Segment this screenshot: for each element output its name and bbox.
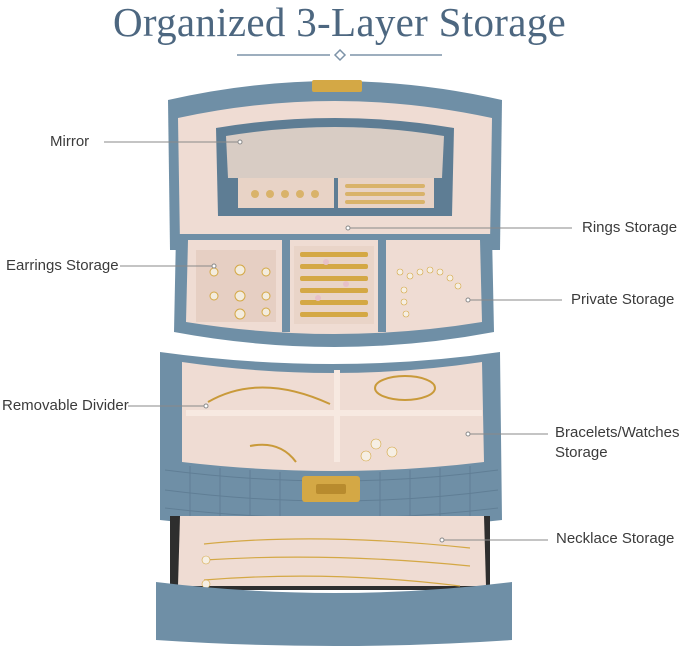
callout-removable-divider: Removable Divider xyxy=(2,397,129,414)
callout-mirror: Mirror xyxy=(50,133,90,150)
mirror-surface xyxy=(226,127,444,178)
private-compartment xyxy=(396,266,462,318)
callout-private-storage: Private Storage xyxy=(571,291,675,308)
callout-necklace-storage: Necklace Storage xyxy=(556,530,675,547)
bottom-drawer xyxy=(156,516,512,646)
box-lid xyxy=(168,80,502,250)
lid-clasp xyxy=(312,80,362,92)
rings-compartment xyxy=(294,246,374,324)
top-tray xyxy=(174,234,494,347)
drawer-front xyxy=(156,582,512,646)
callout-earrings-storage: Earrings Storage xyxy=(6,257,119,274)
callout-bracelets-storage-line2: Storage xyxy=(555,444,608,461)
callout-lines xyxy=(104,139,572,543)
middle-body xyxy=(160,352,502,530)
page-title: Organized 3-Layer Storage xyxy=(113,0,566,45)
earrings-compartment xyxy=(196,250,276,322)
title-ornament xyxy=(237,48,442,62)
callout-bracelets-storage-line1: Bracelets/Watches xyxy=(555,424,679,441)
callout-rings-storage: Rings Storage xyxy=(582,219,678,236)
